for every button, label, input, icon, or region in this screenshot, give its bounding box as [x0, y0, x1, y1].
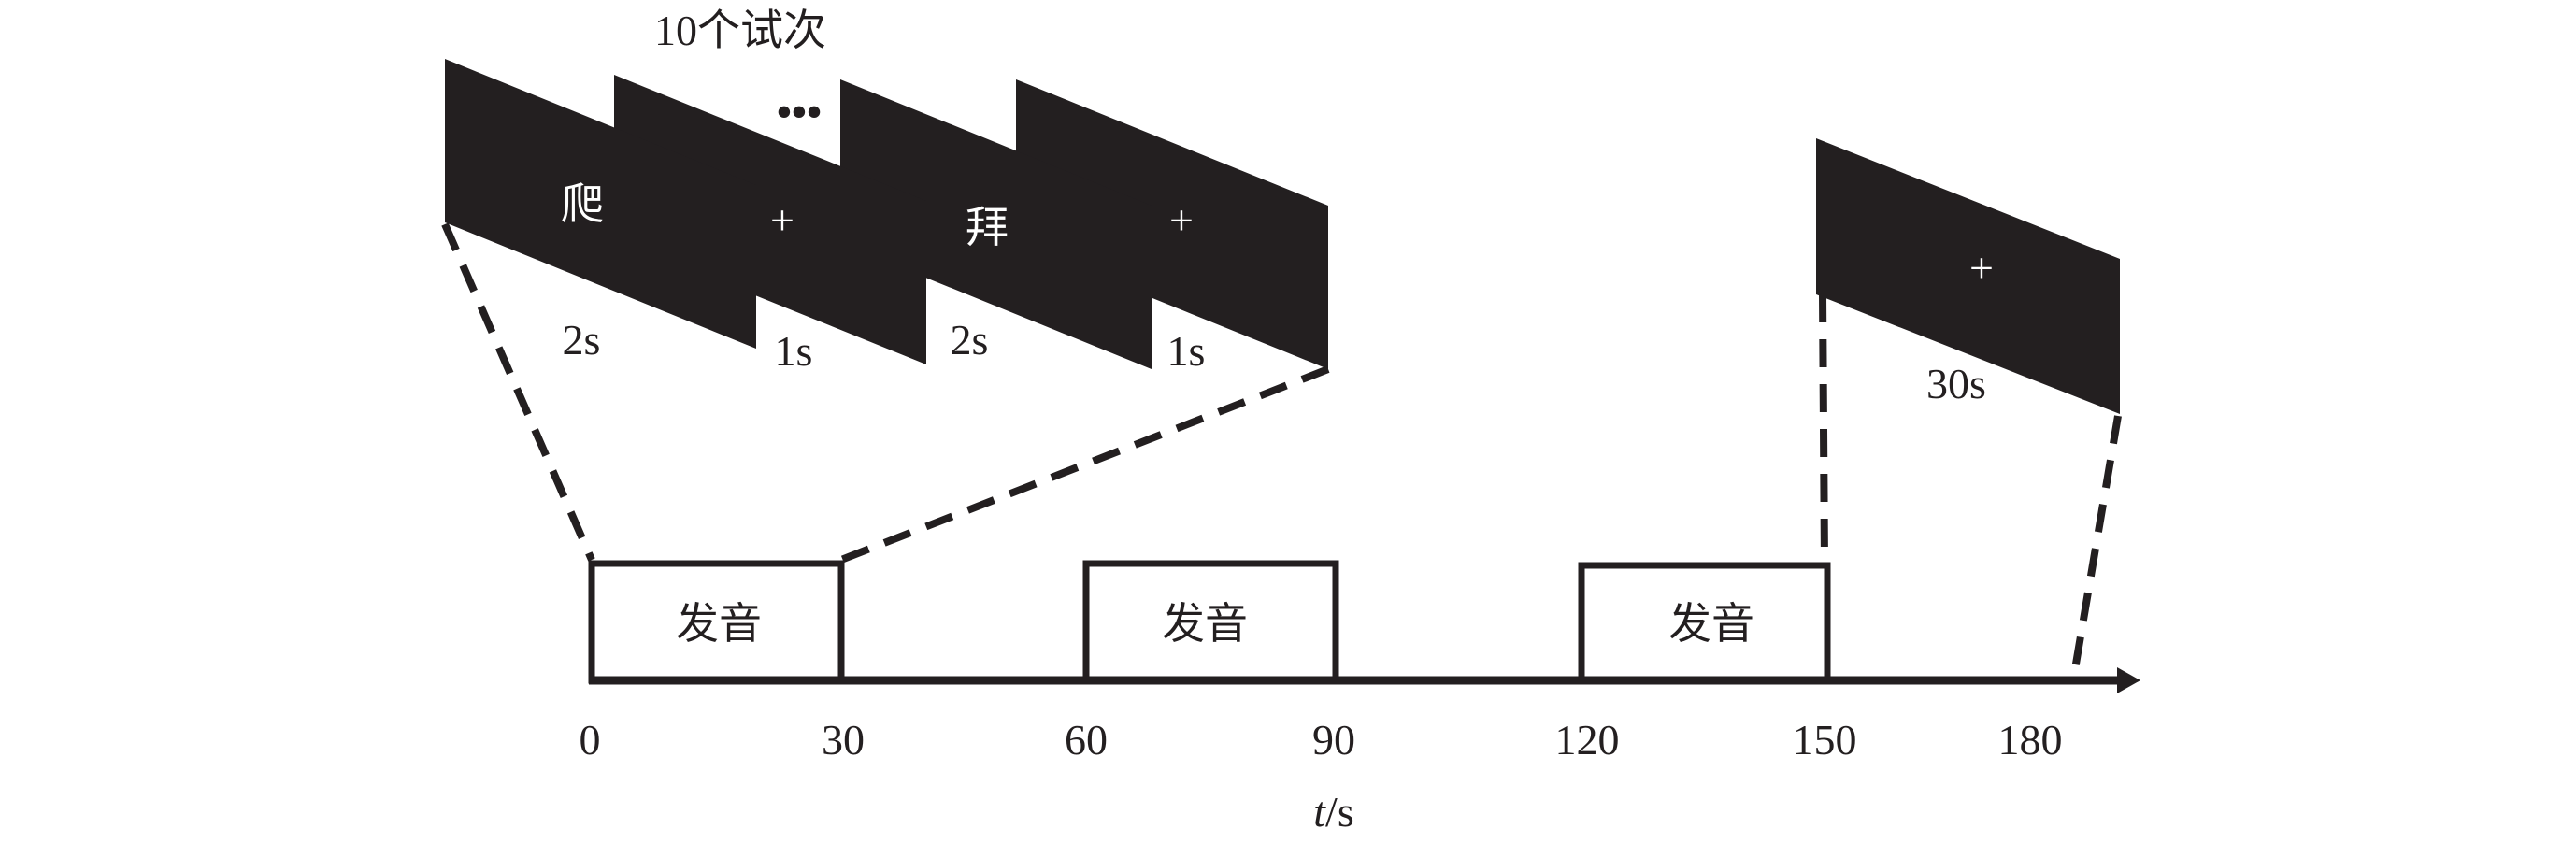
block-2: 发音 [1082, 560, 1339, 684]
rest-duration: 30s [1926, 360, 1986, 407]
tick-30: 30 [822, 716, 865, 764]
panel-4-fixation: + [1169, 196, 1194, 244]
trial-panel-3 [840, 79, 1152, 369]
connector-right [839, 365, 1330, 564]
axis-arrow-icon [2117, 667, 2140, 693]
panel-3-duration: 2s [951, 316, 989, 364]
block-3-label: 发音 [1668, 600, 1754, 648]
rest-panel [1816, 138, 2120, 414]
panel-4-duration: 1s [1167, 327, 1206, 375]
tick-0: 0 [580, 716, 601, 764]
block-1: 发音 [588, 560, 845, 684]
panel-2-fixation: + [770, 196, 794, 244]
trials-title: 10个试次 [654, 7, 826, 54]
panel-1-stimulus: 爬 [561, 180, 604, 228]
trial-panel-1 [445, 59, 756, 349]
connector-left [441, 222, 595, 562]
tick-150: 150 [1793, 716, 1857, 764]
panel-1-duration: 2s [563, 316, 601, 364]
axis-label-var: t [1313, 788, 1326, 836]
block-1-label: 发音 [676, 600, 762, 648]
rest-connector-left [1819, 293, 1828, 564]
panel-3-stimulus: 拜 [966, 204, 1009, 251]
tick-60: 60 [1065, 716, 1108, 764]
trial-panel-4 [1016, 79, 1328, 369]
ellipsis: ••• [777, 88, 822, 136]
axis-label: t/s [1313, 788, 1353, 836]
tick-180: 180 [1998, 716, 2063, 764]
trial-panel-2 [614, 75, 926, 364]
block-2-label: 发音 [1162, 600, 1248, 648]
block-3: 发音 [1578, 562, 1831, 684]
axis-label-unit: /s [1325, 788, 1354, 836]
rest-connector-right [2069, 415, 2122, 681]
panel-2-duration: 1s [775, 327, 813, 375]
tick-120: 120 [1555, 716, 1620, 764]
rest-fixation: + [1969, 244, 1994, 292]
tick-90: 90 [1312, 716, 1355, 764]
